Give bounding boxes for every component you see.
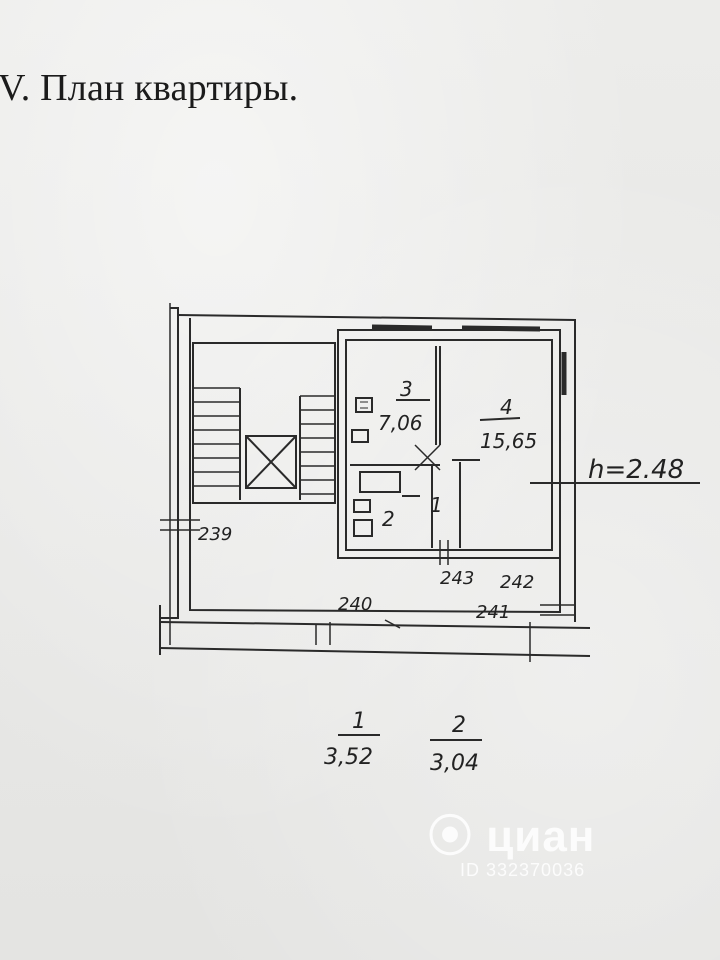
watermark: ⦿ циан ID 332370036: [428, 800, 595, 881]
apartment-outline: [337, 329, 561, 559]
room-4-number: 4: [500, 395, 513, 419]
room-1-number: 1: [430, 493, 443, 517]
dimension-243: 243: [440, 568, 474, 589]
bath-2-area: 3,04: [430, 751, 479, 776]
watermark-id: ID 332370036: [460, 860, 586, 880]
bathtub-icon: [359, 471, 401, 493]
ceiling-height: h=2.48: [588, 455, 684, 485]
dimension-239: 239: [198, 524, 232, 545]
room-2-number: 2: [382, 507, 395, 531]
dimension-240: 240: [338, 594, 372, 615]
dimension-241: 241: [476, 602, 510, 623]
dimension-242: 242: [500, 572, 534, 593]
sink-icon: [353, 499, 371, 513]
bath-2-number: 2: [452, 713, 466, 738]
stove-icon: [355, 397, 373, 413]
outer-wall-bottom: [159, 621, 591, 629]
bath-1-area: 3,52: [324, 745, 373, 770]
elevator-shaft: [245, 435, 297, 489]
bath-1-number: 1: [352, 709, 366, 734]
room-3-number: 3: [400, 377, 413, 401]
pin-icon: ⦿: [428, 812, 473, 861]
room-3-area: 7,06: [378, 411, 423, 435]
stairwell: [192, 342, 336, 504]
outer-wall-left: [160, 307, 179, 619]
watermark-brand: циан: [486, 812, 596, 861]
toilet-icon: [353, 519, 373, 537]
outer-wall-top-right: [177, 314, 576, 622]
room-4-area: 15,65: [480, 429, 537, 453]
document-title: V. План квартиры.: [0, 67, 299, 109]
